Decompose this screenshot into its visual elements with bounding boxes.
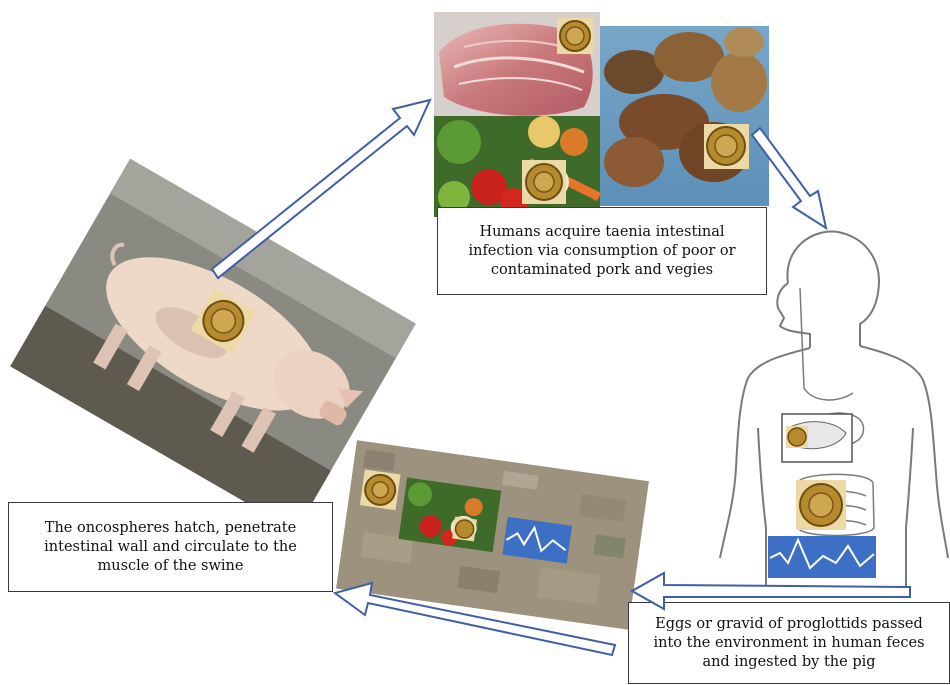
- arrow-environment-to-pig: [335, 583, 615, 655]
- arrow-pig-to-food: [212, 100, 430, 278]
- arrow-human-to-environment: [632, 573, 910, 609]
- arrow-food-to-human: [752, 128, 826, 228]
